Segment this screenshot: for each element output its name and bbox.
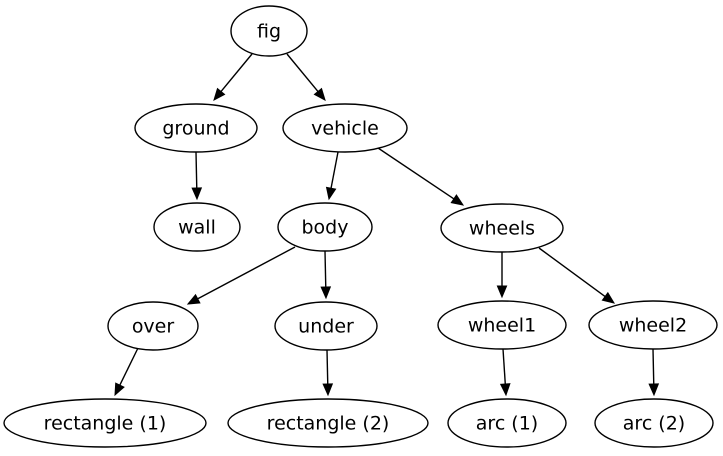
node-ellipse[interactable] [282, 103, 408, 153]
node-ellipse[interactable] [227, 398, 429, 448]
graph-node-body[interactable]: body [277, 202, 373, 252]
graph-edge[interactable] [320, 250, 332, 300]
graph-node-under[interactable]: under [274, 301, 378, 351]
node-ellipse[interactable] [447, 398, 567, 448]
edge-hit-area[interactable] [188, 247, 295, 304]
graph-edge[interactable] [114, 347, 139, 397]
graph-edge[interactable] [191, 151, 203, 201]
edge-hit-area[interactable] [325, 251, 326, 298]
edge-arrowhead-icon [499, 383, 511, 397]
graph-edge[interactable] [648, 348, 660, 397]
edge-hit-area[interactable] [115, 348, 138, 395]
graph-edge[interactable] [538, 247, 616, 304]
graph-edge[interactable] [186, 246, 296, 305]
node-ellipse[interactable] [230, 5, 308, 57]
edge-arrowhead-icon [325, 186, 337, 201]
graph-edge[interactable] [213, 53, 253, 101]
edge-shaft [377, 147, 456, 201]
graph-edge[interactable] [322, 349, 334, 397]
edge-arrowhead-icon [191, 187, 203, 201]
edge-shaft [219, 53, 253, 94]
edge-shaft [324, 250, 327, 289]
edge-arrowhead-icon [114, 382, 125, 397]
edge-shaft [195, 151, 198, 190]
graph-edge[interactable] [499, 348, 511, 397]
edge-shaft [286, 53, 320, 94]
edge-arrowhead-icon [322, 383, 334, 397]
graph-edge[interactable] [325, 151, 339, 201]
edge-shaft [652, 348, 655, 386]
nodes-layer: fig ground vehicle wall body wheels over under w… [3, 5, 718, 448]
edge-arrowhead-icon [313, 87, 326, 101]
node-ellipse[interactable] [3, 398, 207, 448]
graph-edge[interactable] [377, 147, 465, 206]
edge-hit-area[interactable] [196, 152, 197, 199]
edge-hit-area[interactable] [503, 349, 506, 395]
edge-hit-area[interactable] [329, 152, 338, 199]
edge-arrowhead-icon [186, 293, 201, 305]
graph-node-wall[interactable]: wall [153, 202, 241, 252]
edge-shaft [118, 347, 139, 387]
graph-node-wheel2[interactable]: wheel2 [588, 300, 718, 350]
graph-node-rectangle1[interactable]: rectangle (1) [3, 398, 207, 448]
edge-hit-area[interactable] [653, 349, 654, 395]
node-ellipse[interactable] [588, 300, 718, 350]
node-ellipse[interactable] [437, 300, 567, 350]
node-ellipse[interactable] [277, 202, 373, 252]
graph-node-arc1[interactable]: arc (1) [447, 398, 567, 448]
graph-node-wheel1[interactable]: wheel1 [437, 300, 567, 350]
edge-shaft [196, 246, 296, 301]
edge-arrowhead-icon [601, 291, 616, 304]
graph-node-fig[interactable]: fig [230, 5, 308, 57]
graph-node-arc2[interactable]: arc (2) [594, 398, 714, 448]
graph-node-over[interactable]: over [107, 301, 199, 351]
edge-hit-area[interactable] [378, 148, 463, 205]
graph-node-vehicle[interactable]: vehicle [282, 103, 408, 153]
edge-hit-area[interactable] [539, 248, 614, 303]
edge-shaft [502, 348, 507, 386]
edge-arrowhead-icon [648, 383, 660, 397]
edge-hit-area[interactable] [287, 54, 325, 100]
node-ellipse[interactable] [274, 301, 378, 351]
node-ellipse[interactable] [153, 202, 241, 252]
graph-edge[interactable] [496, 252, 508, 299]
edge-arrowhead-icon [213, 87, 226, 101]
edge-arrowhead-icon [496, 285, 508, 299]
graph-edge[interactable] [286, 53, 326, 101]
node-ellipse[interactable] [594, 398, 714, 448]
edge-hit-area[interactable] [214, 54, 252, 100]
graph-node-rectangle2[interactable]: rectangle (2) [227, 398, 429, 448]
node-ellipse[interactable] [107, 301, 199, 351]
edge-hit-area[interactable] [327, 350, 328, 395]
edges-layer [114, 53, 660, 397]
edge-shaft [330, 151, 339, 190]
edge-arrowhead-icon [450, 194, 465, 206]
graph-node-wheels[interactable]: wheels [440, 203, 564, 253]
node-ellipse[interactable] [440, 203, 564, 253]
edge-shaft [538, 247, 607, 298]
edge-arrowhead-icon [320, 286, 332, 300]
edge-shaft [326, 349, 329, 386]
node-ellipse[interactable] [134, 103, 258, 153]
graph-node-ground[interactable]: ground [134, 103, 258, 153]
